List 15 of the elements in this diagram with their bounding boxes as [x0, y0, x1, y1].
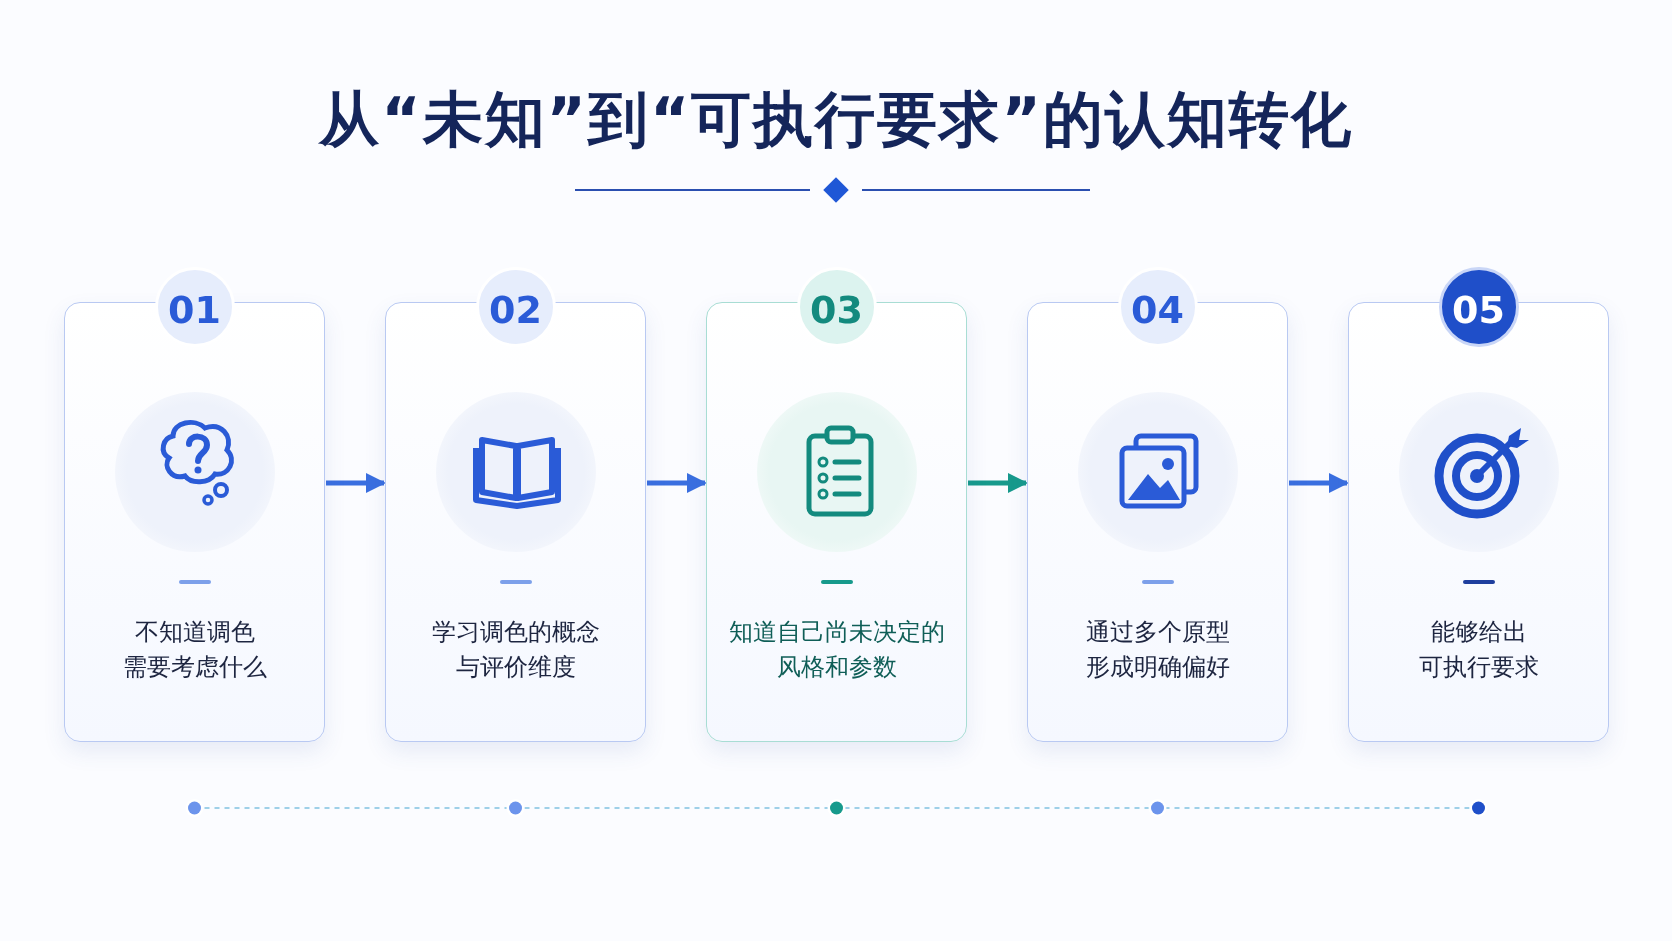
arrow [647, 473, 707, 493]
step-text: 不知道调色需要考虑什么 [121, 617, 268, 683]
arrow [326, 473, 386, 493]
step-number: 04 [1117, 267, 1198, 347]
step-number: 02 [475, 267, 556, 347]
step-text: 通过多个原型形成明确偏好 [1084, 617, 1231, 683]
step-number: 03 [796, 267, 877, 347]
arrow [1289, 473, 1349, 493]
step-text: 知道自己尚未决定的风格和参数 [727, 617, 946, 683]
title: 从“未知”到“可执行要求”的认知转化 [319, 84, 1353, 154]
arrow [968, 473, 1028, 493]
step-number: 01 [154, 267, 235, 347]
step-text: 能够给出可执行要求 [1417, 617, 1540, 683]
step-text: 学习调色的概念与评价维度 [430, 617, 601, 683]
step-number: 05 [1438, 267, 1519, 347]
